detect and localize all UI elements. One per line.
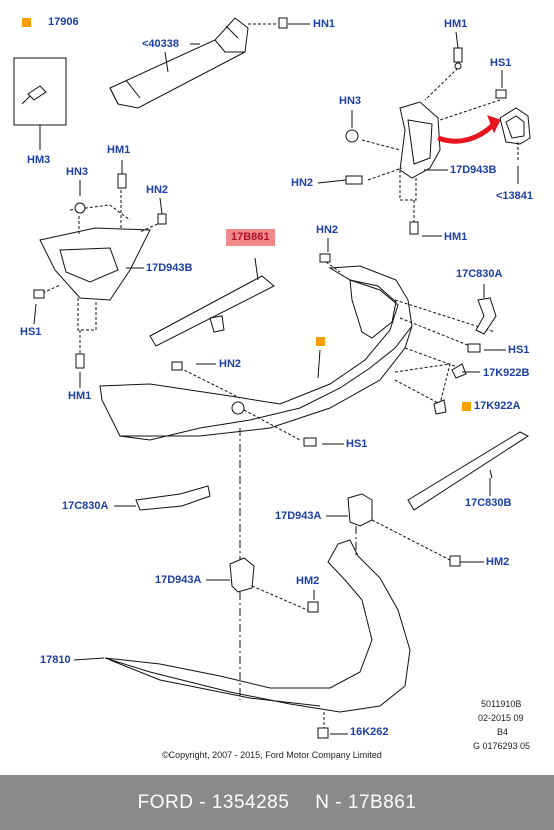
label-hn3-left: HN3 [66,166,89,178]
diagram-drawing [13,17,531,739]
copyright: ©Copyright, 2007 - 2015, Ford Motor Comp… [162,750,382,760]
label-hn1-top: HN1 [313,18,336,30]
footer-bar: FORD - 1354285 N - 17B861 [0,775,554,830]
drawing-sheet: B4 [497,727,509,737]
label-17c830a-left: 17C830A [62,500,109,512]
label-17c830a-right: 17C830A [456,268,503,280]
legend-swatch [22,18,31,27]
label-17d943a-left: 17D943A [155,574,202,586]
label-17d943a-mid: 17D943A [275,510,322,522]
label-17d943b-right: 17D943B [450,164,497,176]
drawing-ref: G 0176293 05 [473,741,531,751]
label-16k262: 16K262 [350,726,389,738]
legend-code: 17906 [48,16,79,28]
label-hn2-left: HN2 [146,184,169,196]
label-hs1-mid: HS1 [346,438,368,450]
label-17b861: 17B861 [226,229,275,246]
label-hm2-right: HM2 [486,556,510,568]
label-13841: <13841 [496,190,534,202]
label-hs1-top-right: HS1 [490,57,512,69]
parts-diagram: 17906 HN1 <40338 HM3 HM1 HN3 HN2 17D943B… [13,16,534,760]
label-hn2-mid: HN2 [219,358,242,370]
footer-part-number: FORD - 1354285 [137,791,290,813]
footer-part-ref: N - 17B861 [315,791,417,813]
label-17k922b: 17K922B [483,367,530,379]
label-hm1-top-right: HM1 [444,18,468,30]
label-17k922a: 17K922A [474,400,521,412]
label-hm1-top-left: HM1 [107,144,131,156]
label-hn2-center: HN2 [316,224,339,236]
k922a-marker [462,402,471,411]
label-hm1-right: HM1 [444,231,468,243]
label-17c830b: 17C830B [465,497,512,509]
label-hm3: HM3 [27,154,51,166]
label-hs1-left: HS1 [20,326,42,338]
label-hm2-mid: HM2 [296,575,320,587]
drawing-date: 02-2015 09 [478,713,524,723]
label-hn3-right: HN3 [339,95,362,107]
label-17810: 17810 [40,654,71,666]
drawing-number: 5011910B [481,699,522,709]
label-17d943b-left: 17D943B [146,262,193,274]
label-hn2-right: HN2 [291,177,314,189]
label-hs1-right: HS1 [508,344,530,356]
label-40338: <40338 [142,38,180,50]
bumper-marker [316,337,325,346]
label-hm1-bottom-left: HM1 [68,390,92,402]
